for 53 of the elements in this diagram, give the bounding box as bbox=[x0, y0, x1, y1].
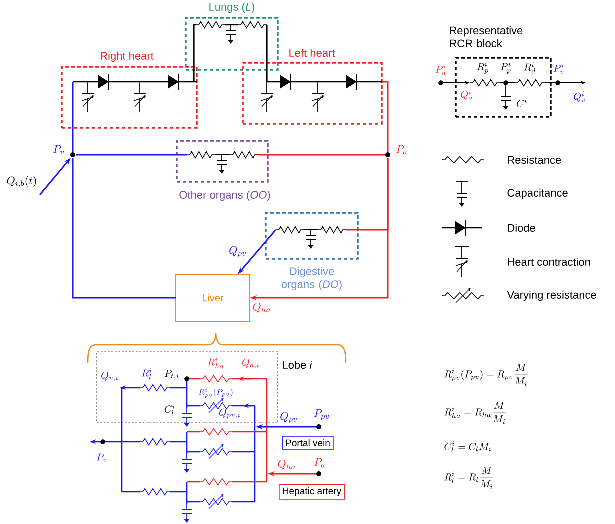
legend-label: Diode bbox=[508, 224, 536, 232]
point-label: $P_{pv}$ bbox=[314, 410, 330, 420]
legend-label: Capacitance bbox=[508, 188, 568, 200]
legend-label: Varying resistance bbox=[507, 290, 596, 302]
edge-label: $Q_{ha}$ bbox=[252, 302, 272, 314]
edge-label: $Q_{i,b}(t)$ bbox=[6, 175, 38, 189]
legend-label: Heart contraction bbox=[508, 258, 590, 266]
symbol-label: $Q_{a,i}$ bbox=[242, 358, 260, 369]
symbol-label: $Q_{v,i}$ bbox=[102, 372, 118, 382]
symbol-label: $C^i_l$ bbox=[164, 404, 175, 416]
formula: $R^i_{pv}(P_{pv}) = R_{pv}\frac{M}{M_i}$ bbox=[444, 364, 528, 386]
symbol-label: $P_{t,i}$ bbox=[164, 370, 179, 380]
symbol-label: $R^i_{pv}(P_{pv})$ bbox=[198, 388, 233, 398]
wire bbox=[72, 82, 74, 152]
node-label: Left heart bbox=[290, 48, 336, 58]
wire bbox=[193, 25, 195, 82]
symbol-label: $Q_{pv,i}$ bbox=[220, 408, 240, 419]
symbol-label: $P_v$ bbox=[96, 454, 107, 462]
edge-label: $Q_{pv}$ bbox=[279, 412, 299, 424]
symbol-label: $R^i_l$ bbox=[142, 368, 152, 380]
legend-label: Resistance bbox=[508, 156, 562, 164]
node-label: Lungs (L) bbox=[210, 2, 255, 14]
formula: $C^i_l = C_l M_i$ bbox=[444, 441, 492, 453]
node-label: Representative RCR block bbox=[450, 26, 523, 48]
edge-label: $Q_{ha}$ bbox=[276, 459, 298, 471]
circuit-block: Other organs (OO) bbox=[176, 140, 270, 202]
circuit-block: Digestive organs (DO) bbox=[265, 212, 359, 291]
wire bbox=[382, 81, 389, 152]
symbol-label: $R^i_{ha}$ bbox=[208, 357, 224, 369]
formula: $R^i_{ha} = R_{ha}\frac{M}{M_i}$ bbox=[444, 402, 506, 424]
symbol-label: $R^i_p$ bbox=[477, 62, 488, 74]
point-label: $P_a$ bbox=[396, 145, 408, 155]
symbol-label: $P^i_p$ bbox=[500, 62, 511, 74]
label-box: Hepatic artery bbox=[279, 484, 345, 500]
symbol-label: $R^i_d$ bbox=[524, 62, 536, 74]
label-box: Portal vein bbox=[282, 436, 334, 450]
symbol-label: $Q^i_a$ bbox=[461, 90, 473, 100]
edge-label: $Q_{pv}$ bbox=[228, 246, 248, 258]
node-label: Other organs (OO) bbox=[180, 190, 270, 202]
wire bbox=[268, 154, 385, 156]
node-label: Digestive organs (DO) bbox=[282, 267, 342, 291]
wire bbox=[76, 154, 177, 156]
point-label: $P_a$ bbox=[314, 458, 326, 468]
symbol-label: $P^i_a$ bbox=[436, 64, 446, 76]
formula: $R^i_l = R_l\frac{M}{M_i}$ bbox=[444, 467, 494, 490]
wire bbox=[72, 158, 176, 299]
wire bbox=[266, 25, 268, 82]
symbol-label: $Q^i_v$ bbox=[574, 92, 586, 102]
symbol-label: $C^i$ bbox=[516, 98, 527, 108]
node-label: Lobe i bbox=[283, 360, 312, 370]
point-label: $P_v$ bbox=[53, 145, 64, 155]
node-label: Right heart bbox=[101, 52, 154, 62]
liver-box: Liver bbox=[176, 274, 250, 322]
